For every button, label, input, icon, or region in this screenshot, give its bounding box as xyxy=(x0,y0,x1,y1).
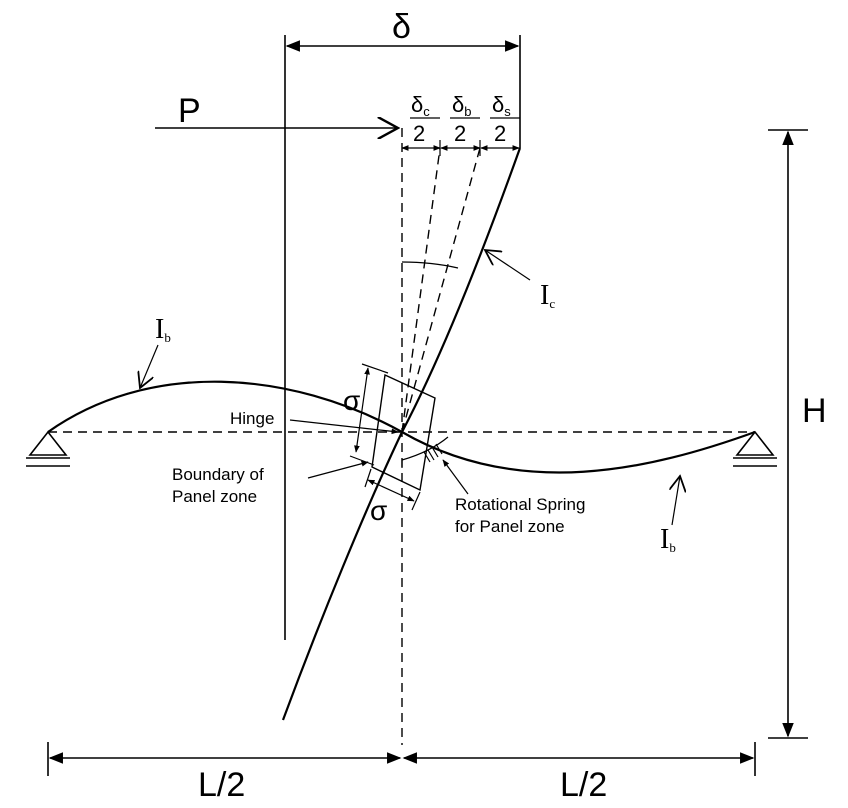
column-inertia-leader xyxy=(485,250,531,281)
right-beam-inertia-leader xyxy=(672,476,680,526)
delta-s-denominator: 2 xyxy=(494,121,506,146)
spring-label-line2: for Panel zone xyxy=(455,517,565,536)
delta-label: δ xyxy=(392,8,411,46)
spring-label-line1: Rotational Spring xyxy=(455,495,585,514)
delta-c-numerator: δc xyxy=(411,92,430,119)
right-half-span-label: L/2 xyxy=(560,766,607,804)
right-support-triangle xyxy=(735,430,775,456)
left-beam-inertia-label: Ib xyxy=(155,314,171,345)
delta-b-over-2: δb 2 xyxy=(450,92,480,146)
boundary-label-line1: Boundary of xyxy=(172,465,264,484)
right-pin-support xyxy=(733,430,777,467)
delta-b-numerator: δb xyxy=(452,92,471,119)
spring-hatch-1 xyxy=(423,451,431,463)
right-beam-inertia-label: Ib xyxy=(660,524,676,555)
left-beam-inertia-leader xyxy=(140,344,159,388)
left-pin-support xyxy=(26,430,70,467)
boundary-label-line2: Panel zone xyxy=(172,487,257,506)
height-label: H xyxy=(802,392,827,430)
left-half-span-label: L/2 xyxy=(198,766,245,804)
sigma-label-left: σ xyxy=(343,385,360,416)
column-rotation-c xyxy=(401,147,441,433)
rotation-arc xyxy=(401,261,459,269)
hinge-label: Hinge xyxy=(230,409,274,428)
spring-leader xyxy=(442,459,469,495)
sigma-dimension-vertical xyxy=(354,367,370,453)
delta-s-over-2: δs 2 xyxy=(490,92,520,146)
sigma-ext-left xyxy=(364,468,372,488)
spring-arc xyxy=(401,436,449,468)
spring-hatch-3 xyxy=(431,446,439,458)
spring-hatch-4 xyxy=(435,443,443,455)
delta-c-over-2: δc 2 xyxy=(410,92,440,146)
delta-b-denominator: 2 xyxy=(454,121,466,146)
delta-c-denominator: 2 xyxy=(413,121,425,146)
sigma-ext-bottom xyxy=(349,455,375,466)
delta-s-numerator: δs xyxy=(492,92,511,119)
panel-zone-boundary xyxy=(371,373,436,492)
load-label: P xyxy=(178,92,201,130)
boundary-leader xyxy=(307,460,369,479)
sigma-label-bottom: σ xyxy=(370,495,387,526)
rotational-spring xyxy=(401,436,449,468)
deformed-right-beam xyxy=(401,430,756,474)
sigma-dimension-bottom xyxy=(367,479,415,502)
sigma-ext-top xyxy=(361,363,389,374)
sigma-ext-right xyxy=(411,491,421,511)
left-support-triangle xyxy=(28,430,68,456)
spring-hatch-2 xyxy=(427,449,435,461)
hinge-leader xyxy=(289,419,399,435)
column-inertia-label: Ic xyxy=(540,280,555,311)
column-rotation-b xyxy=(401,147,481,433)
